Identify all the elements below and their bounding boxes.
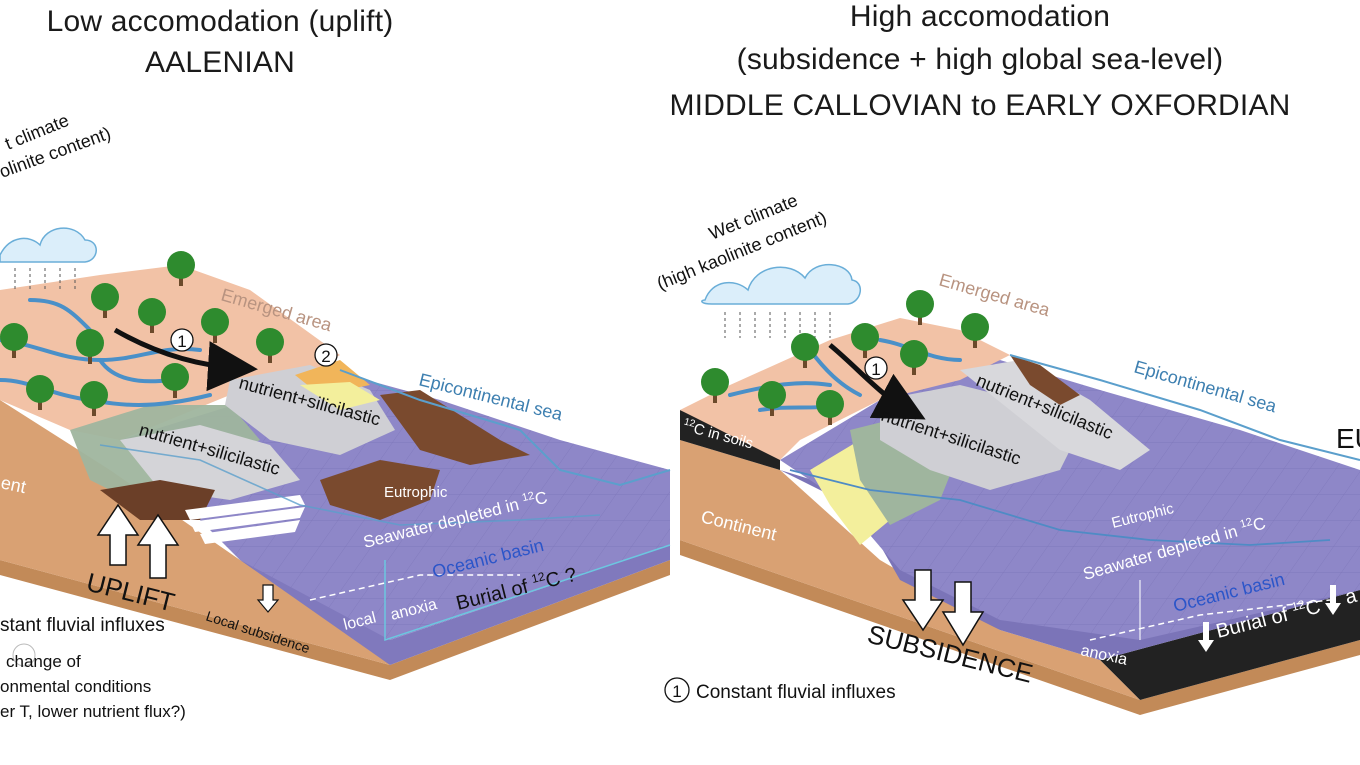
right-trees [701, 290, 989, 425]
left-title-line2: AALENIAN [145, 46, 295, 79]
left-brown-patch-2 [320, 460, 440, 520]
right-epicontinental-sea-line [1009, 354, 1360, 461]
svg-text:1: 1 [177, 332, 186, 351]
left-yellow-patch [300, 382, 380, 410]
tree-icon [906, 290, 934, 325]
right-edge-label: EU [1336, 423, 1360, 454]
right-sediment-grey-2 [960, 360, 1150, 470]
right-flux-arrow [828, 343, 926, 420]
tree-icon [701, 368, 729, 403]
right-emerged-area: Emerged area [937, 270, 1053, 321]
right-title-line2: (subsidence + high global sea-level) [736, 43, 1224, 76]
left-marker-1: 1 [170, 328, 194, 352]
left-white-streaks [185, 495, 305, 544]
left-anoxia-dash [309, 574, 520, 601]
right-block-diagram: 1 Wet climate (high kaolinite content) E… [654, 190, 1360, 715]
left-trees [0, 251, 284, 416]
left-flux-arrow [113, 327, 258, 392]
tree-icon [0, 323, 28, 358]
tree-icon [201, 308, 229, 343]
right-cloud-icon [701, 263, 861, 338]
right-title-line3: MIDDLE CALLOVIAN to EARLY OXFORDIAN [669, 89, 1291, 122]
left-brown-patch-1 [380, 390, 530, 465]
left-legend-line4: er T, lower nutrient flux?) [0, 702, 186, 721]
right-continent-side [680, 440, 1140, 700]
left-marker-2: 2 [314, 343, 338, 367]
svg-text:1: 1 [871, 360, 880, 379]
svg-text:2: 2 [321, 347, 330, 366]
tree-icon [76, 329, 104, 364]
right-legend-marker-1: 1 [664, 677, 690, 703]
left-ocean-side [240, 545, 670, 665]
left-title-line1: Low accomodation (uplift) [46, 5, 394, 38]
tree-icon [758, 381, 786, 416]
left-legend-line1: stant fluvial influxes [0, 615, 165, 636]
right-anoxia-dash [1089, 599, 1331, 641]
left-eutrophic: Eutrophic [384, 484, 448, 501]
right-shoreline [789, 469, 1331, 546]
left-local-subsidence-arrow [256, 584, 280, 613]
right-title-line1: High accomodation [849, 0, 1111, 33]
right-legend-line1: Constant fluvial influxes [696, 682, 896, 703]
right-black-layer [1100, 590, 1360, 700]
left-block-diagram: 1 2 t climate olinite content) Emerged a… [0, 110, 671, 721]
tree-icon [91, 283, 119, 318]
tree-icon [80, 381, 108, 416]
left-uplift-arrows [96, 503, 180, 579]
right-subsidence-arrows [901, 569, 985, 647]
tree-icon [256, 328, 284, 363]
right-soil-band [680, 410, 780, 470]
left-continent: ent [0, 472, 28, 497]
tree-icon [851, 323, 879, 358]
left-shoreline [99, 444, 601, 526]
left-legend-line3: onmental conditions [0, 677, 151, 696]
tree-icon [167, 251, 195, 286]
left-legend-line2: change of [6, 652, 81, 671]
tree-icon [900, 340, 928, 375]
left-base-layer [0, 560, 670, 680]
svg-text:1: 1 [672, 682, 681, 701]
right-marker-1: 1 [864, 356, 888, 380]
right-burial-arrows [1198, 585, 1341, 652]
tree-icon [161, 363, 189, 398]
right-brown-patch [1010, 355, 1080, 405]
left-legend-marker-2 [12, 643, 36, 667]
left-box-edge [384, 544, 671, 642]
left-epicontinental-sea-line [339, 369, 671, 487]
tree-icon [26, 375, 54, 410]
tree-icon [138, 298, 166, 333]
tree-icon [791, 333, 819, 368]
tree-icon [961, 313, 989, 348]
tree-icon [816, 390, 844, 425]
left-cloud-icon [0, 227, 97, 290]
